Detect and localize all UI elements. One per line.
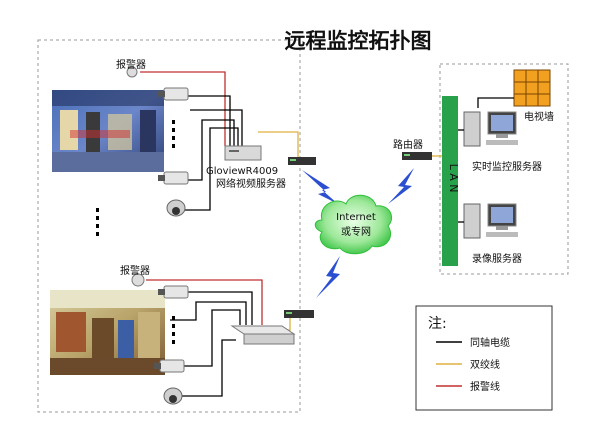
legend-item-alarm: 报警线: [470, 380, 500, 393]
legend-title: 注:: [428, 316, 447, 332]
dome-camera-icon: [163, 387, 183, 405]
computer-icon: [463, 203, 518, 239]
legend-item-twisted: 双绞线: [470, 358, 500, 371]
tv-wall-icon: [513, 69, 551, 107]
tv-wall-cable: [477, 97, 514, 108]
alarm-bottom-device: [131, 273, 145, 287]
network-device-bottom: [284, 310, 314, 318]
lan-bar: [442, 96, 458, 266]
lan-label: L A N: [447, 164, 460, 193]
record-server-label: 录像服务器: [472, 252, 522, 265]
lightning-icon: [302, 170, 338, 204]
internet-label-2: 或专网: [341, 225, 371, 238]
video-server-bottom: [230, 325, 296, 345]
legend: 注: 同轴电缆 双绞线 报警线: [415, 305, 553, 411]
server-name-label: 网络视频服务器: [216, 177, 286, 190]
internet-label: Internet: [336, 212, 376, 223]
server-model-label: GloviewR4009: [206, 166, 278, 177]
legend-item-coax: 同轴电缆: [470, 336, 510, 349]
camera-icon: [158, 171, 189, 185]
control-center-border: [439, 63, 569, 275]
dots-icon: [172, 316, 175, 344]
dome-camera-icon: [166, 199, 186, 217]
local-site-border: [37, 39, 301, 413]
dots-icon: [172, 120, 175, 148]
router-device: [402, 152, 432, 160]
alarm-top-device: [126, 66, 138, 78]
store-photo-top: [52, 90, 164, 172]
lightning-icon: [316, 256, 340, 298]
alarm-label-bottom: 报警器: [120, 264, 150, 277]
router-label: 路由器: [393, 138, 423, 151]
lightning-links: [302, 168, 414, 298]
internet-cloud: [314, 194, 392, 255]
computer-icon: [463, 111, 518, 147]
diagram-title: 远程监控拓扑图: [285, 29, 432, 53]
camera-icon: [154, 359, 185, 373]
cables-top: [140, 71, 299, 211]
monitor-server-label: 实时监控服务器: [472, 160, 542, 173]
cables-bottom: [146, 279, 291, 397]
dots-between-sites-icon: [96, 208, 99, 236]
video-server-top: [224, 145, 262, 161]
lightning-icon: [388, 168, 414, 204]
store-photo-bottom: [50, 290, 165, 375]
alarm-label-top: 报警器: [116, 58, 146, 71]
network-device-top: [288, 157, 316, 165]
tv-wall-label: 电视墙: [524, 110, 554, 123]
region-borders: [37, 39, 569, 413]
camera-icon: [158, 285, 189, 299]
camera-icon: [158, 87, 189, 101]
